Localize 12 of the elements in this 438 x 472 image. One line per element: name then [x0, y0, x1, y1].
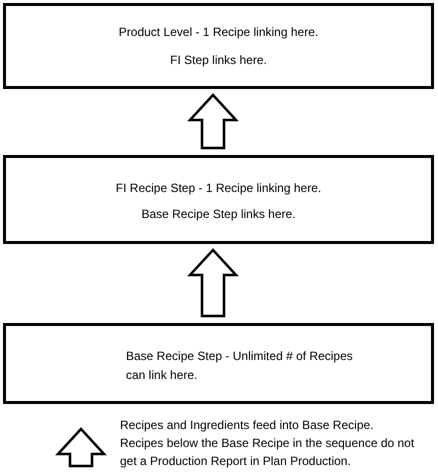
block-arrow: [55, 427, 107, 468]
process-box: [3, 155, 434, 244]
block-arrow: [187, 93, 239, 150]
box-text: FI Step links here.: [169, 53, 268, 67]
box-text: Product Level - 1 Recipe linking here.: [118, 25, 320, 39]
box-text: FI Recipe Step - 1 Recipe linking here.: [114, 181, 322, 195]
box-text: Base Recipe Step - Unlimited # of Recipes can link here.: [126, 348, 354, 384]
box-text: Base Recipe Step links here.: [140, 207, 297, 221]
note-text: Recipes and Ingredients feed into Base Recipe. Recipes below the Base Recipe in the sequence do not get a Production Report in Plan Production.: [120, 417, 416, 470]
block-arrow: [187, 248, 239, 318]
process-box: [3, 323, 434, 404]
process-box: [3, 3, 434, 89]
